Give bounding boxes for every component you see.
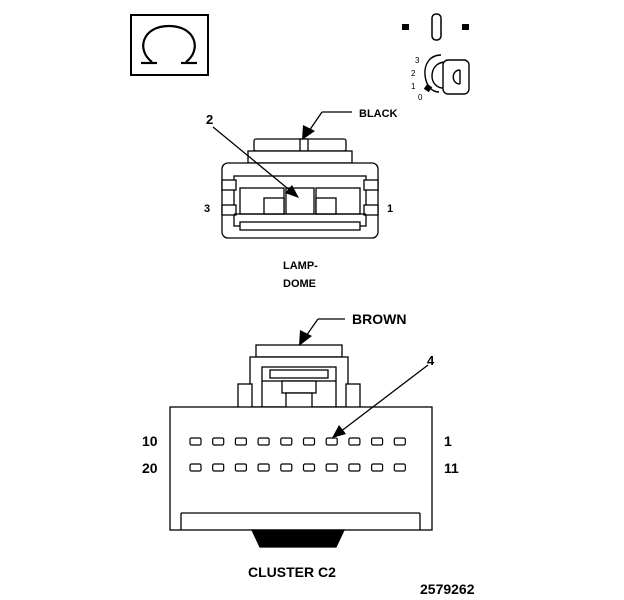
pin-cavity <box>371 437 384 446</box>
pin-cavity <box>325 463 338 472</box>
brown-label-leader <box>299 318 345 346</box>
pin-cavity <box>189 463 202 472</box>
pin-cavity <box>234 437 247 446</box>
lamp-callout-number: 2 <box>206 112 213 127</box>
pin-cavity <box>325 437 338 446</box>
pin-cavity <box>257 463 270 472</box>
cluster-name: CLUSTER C2 <box>248 564 336 580</box>
cluster-callout-number: 4 <box>427 353 435 368</box>
pin-cavity <box>212 437 225 446</box>
lamp-pin-left: 3 <box>204 203 210 215</box>
pin-cavity <box>371 463 384 472</box>
ignition-position-0: 0 <box>418 93 423 102</box>
pin-cavity <box>393 463 406 472</box>
cluster-pin-top-left: 10 <box>142 433 158 449</box>
pin-cavity <box>348 437 361 446</box>
black-label-leader <box>302 111 352 140</box>
pin-cavity <box>280 437 293 446</box>
ignition-key-icon <box>402 13 470 95</box>
lamp-dome-connector-icon <box>221 138 379 239</box>
cluster-pin-bottom-left: 20 <box>142 460 158 476</box>
cluster-pin-top-right: 1 <box>444 433 452 449</box>
pin-cavity <box>212 463 225 472</box>
omega-in-box-icon <box>130 14 209 76</box>
lamp-pin-right: 1 <box>387 203 393 215</box>
lamp-color-label: BLACK <box>359 108 398 120</box>
pin-cavity <box>189 437 202 446</box>
pin-cavity <box>257 437 270 446</box>
pin-cavity <box>234 463 247 472</box>
lamp-name-line2: DOME <box>283 278 316 290</box>
pin-cavity <box>280 463 293 472</box>
cluster-pin-bottom-right: 11 <box>444 460 459 476</box>
ignition-position-3: 3 <box>415 56 420 65</box>
ignition-position-1: 1 <box>411 82 416 91</box>
ignition-position-2: 2 <box>411 69 416 78</box>
pin-cavity <box>348 463 361 472</box>
pin-cavity <box>302 463 316 472</box>
cluster-color-label: BROWN <box>352 311 406 327</box>
pin-cavity <box>302 437 316 446</box>
figure-number: 2579262 <box>420 581 475 597</box>
cluster-c2-connector-icon <box>169 344 433 548</box>
pin-cavity <box>393 437 406 446</box>
cluster-pin-cavities <box>189 437 406 472</box>
callout-4-leader <box>332 364 429 438</box>
callout-2-leader <box>212 126 299 198</box>
lamp-name-line1: LAMP- <box>283 260 318 272</box>
